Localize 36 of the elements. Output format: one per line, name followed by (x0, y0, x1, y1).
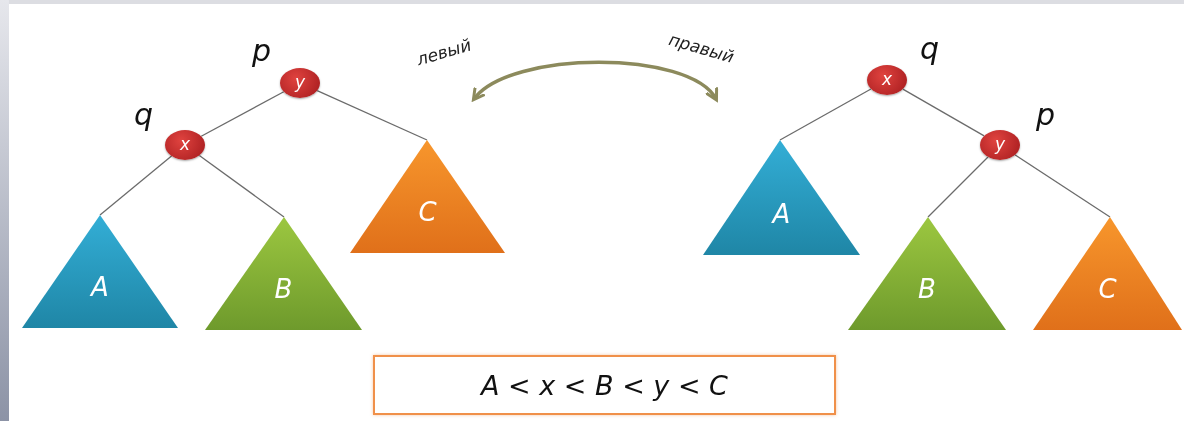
subtree-label: C (418, 199, 437, 225)
subtree-triangle (22, 215, 178, 328)
subtree-triangle (350, 140, 505, 253)
pointer-label: q (920, 34, 940, 64)
node-key: x (881, 70, 893, 88)
tree-node-circle (980, 130, 1020, 160)
tree-node-circle (165, 130, 205, 160)
subtree-label: B (274, 276, 293, 302)
rotation-label: правый (666, 29, 737, 67)
inequality-box (373, 355, 836, 415)
tree-node-circle (867, 65, 907, 95)
node-key: y (294, 73, 306, 91)
subtree-triangle (1033, 217, 1182, 330)
subtree-triangle (703, 140, 860, 255)
tree-branch-line (200, 91, 285, 137)
tree-branch-line (927, 156, 989, 218)
tree-branch-line (1014, 154, 1111, 218)
subtree-label: C (1098, 276, 1117, 302)
node-key: y (994, 135, 1006, 153)
tree-branch-line (198, 154, 285, 218)
pointer-label: p (252, 36, 272, 66)
node-key: x (179, 135, 191, 153)
tree-branch-line (902, 88, 985, 137)
tree-branch-line (99, 155, 173, 216)
pointer-label: q (134, 100, 154, 130)
pointer-label: p (1036, 100, 1056, 130)
subtree-label: A (91, 274, 109, 300)
tree-branch-line (316, 90, 428, 141)
tree-branch-line (779, 88, 872, 141)
subtree-label: B (918, 276, 936, 302)
inequality-text: A < x < B < y < C (481, 369, 728, 401)
subtree-label: A (772, 201, 791, 227)
subtree-triangle (205, 217, 362, 330)
tree-node-circle (280, 68, 320, 98)
subtree-triangle (848, 217, 1006, 330)
rotation-label: левый (414, 34, 474, 70)
